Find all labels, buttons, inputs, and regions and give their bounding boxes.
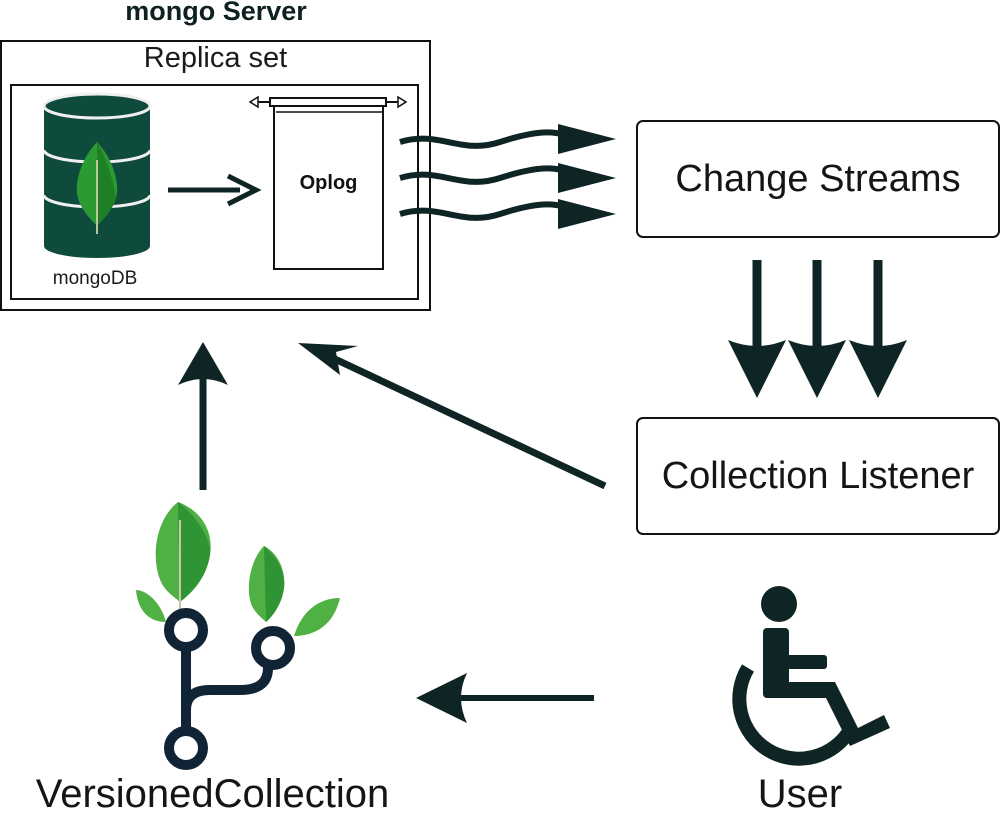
database-cylinder-icon <box>42 92 152 258</box>
listener-to-server-arrow <box>298 343 607 490</box>
versioned-to-server-arrow <box>178 342 228 490</box>
versioned-collection-label: VersionedCollection <box>35 772 390 816</box>
collection-listener-label: Collection Listener <box>661 454 975 497</box>
replica-set-box <box>10 84 419 300</box>
oplog-rod <box>248 95 408 113</box>
change-streams-box: Change Streams <box>636 120 1000 238</box>
change-streams-to-listener-arrows <box>728 260 907 398</box>
wavy-arrowheads <box>558 124 616 229</box>
db-to-oplog-arrow <box>168 173 262 207</box>
oplog-label: Oplog <box>299 172 358 194</box>
user-label: User <box>757 772 843 816</box>
user-to-versioned-arrow <box>416 673 594 723</box>
mongo-server-title: mongo Server <box>125 0 307 26</box>
oplog-scroll <box>273 104 384 270</box>
wheelchair-user-icon <box>732 586 890 766</box>
change-streams-label: Change Streams <box>675 157 961 200</box>
oplog-to-change-streams-arrows <box>399 129 577 221</box>
collection-listener-box: Collection Listener <box>636 417 1000 535</box>
mongodb-label: mongoDB <box>52 268 138 289</box>
replica-set-label: Replica set <box>143 42 288 74</box>
git-branch-leaves-icon <box>136 502 340 770</box>
